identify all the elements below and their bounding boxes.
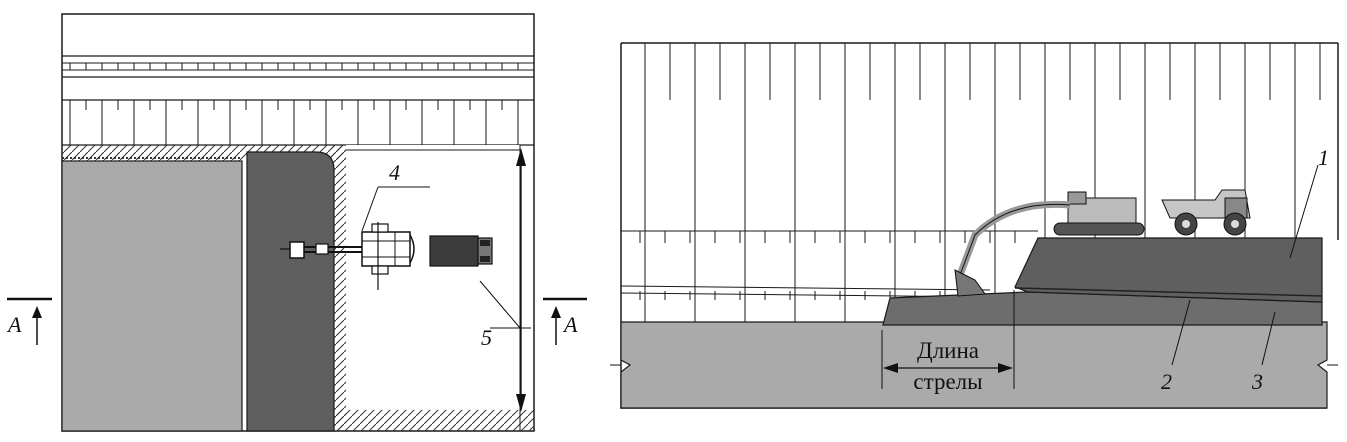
callout-4: 4 [389, 160, 400, 185]
svg-text:A: A [562, 312, 578, 337]
section-view: Длина стрелы 1 2 3 [610, 42, 1339, 409]
layer-2-boundary [1014, 287, 1323, 297]
layer-1 [1014, 237, 1323, 303]
section-mark-left: A [6, 297, 52, 345]
boom-label-1: Длина [917, 338, 979, 363]
plan-view: 4 5 A A [6, 13, 587, 432]
bench-verticals [644, 43, 1321, 322]
callout-5: 5 [481, 325, 492, 350]
dump-truck-plan [429, 235, 493, 267]
rim-hatch-right [331, 145, 346, 431]
ore-block-light [61, 160, 243, 432]
excavator-plan [280, 222, 415, 290]
excavator-side [954, 191, 1145, 297]
rim-hatch-bottom [331, 410, 534, 431]
mid-bench-ticks [639, 231, 1016, 243]
dump-truck-side [1161, 189, 1251, 236]
bench-comb [69, 100, 535, 145]
boom-label-2: стрелы [913, 369, 982, 394]
section-mark-right: A [543, 297, 587, 345]
callout-2: 2 [1161, 369, 1172, 394]
rail-ticks [69, 63, 519, 70]
callout-3: 3 [1251, 369, 1263, 394]
ore-block-dark [246, 151, 335, 432]
callout-1: 1 [1318, 145, 1329, 170]
svg-text:A: A [6, 312, 22, 337]
